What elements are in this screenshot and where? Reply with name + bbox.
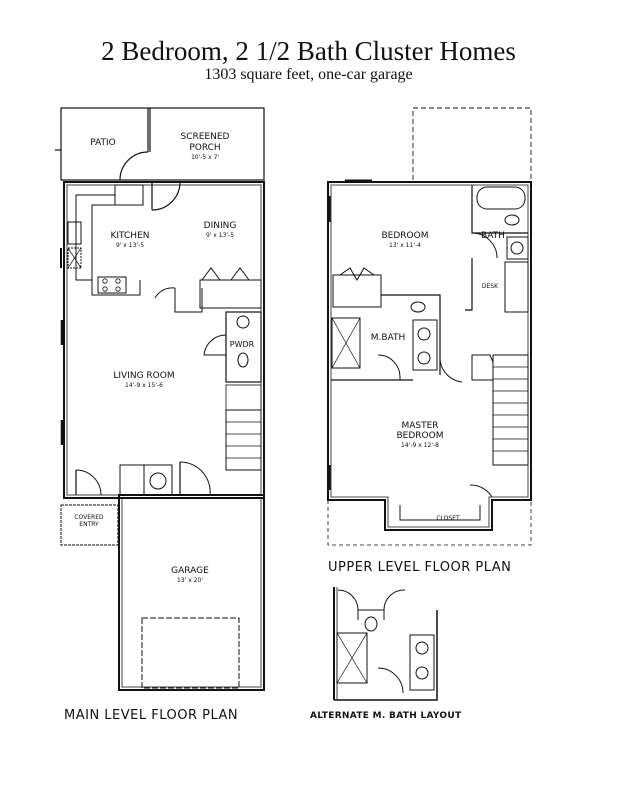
covered-entry-label-2: ENTRY	[79, 521, 99, 528]
garage-label: GARAGE	[171, 566, 209, 576]
alternate-bath-caption: ALTERNATE M. BATH LAYOUT	[310, 711, 462, 721]
master-bedroom-label-1: MASTER	[401, 421, 438, 431]
upper-stairs	[492, 354, 529, 466]
master-toilet	[410, 301, 426, 313]
dining-label: DINING	[204, 221, 237, 231]
master-closet	[399, 505, 481, 521]
kitchen-label: KITCHEN	[111, 231, 150, 241]
page-subtitle: 1303 square feet, one-car garage	[204, 66, 413, 83]
bath-label: BATH	[481, 231, 505, 241]
patio-label: PATIO	[90, 138, 116, 148]
powder-toilet	[237, 352, 249, 368]
dining-dims: 9' x 13'-5	[206, 232, 234, 239]
kitchen-counter	[75, 194, 116, 281]
main-level-caption: MAIN LEVEL FLOOR PLAN	[64, 708, 239, 723]
main-level-plan	[55, 107, 265, 691]
porch-door-swing	[151, 181, 181, 211]
alt-toilet	[364, 616, 378, 632]
living-room-label: LIVING ROOM	[113, 371, 174, 381]
upper-bath-sink	[510, 241, 524, 255]
upper-level-plan	[327, 107, 532, 546]
water-heater	[143, 464, 173, 496]
garage-door	[141, 617, 240, 689]
kitchen-dims: 9' x 13'-5	[116, 242, 144, 249]
powder-room-wall	[225, 311, 262, 383]
alt-vanity	[409, 634, 435, 691]
entry-door-swing	[75, 469, 102, 496]
porch-label-2: PORCH	[189, 143, 220, 153]
bedroom-closet	[332, 274, 382, 308]
alternate-bath-plan	[333, 587, 438, 701]
porch-label-1: SCREENED	[181, 132, 230, 142]
upper-bathtub	[476, 186, 526, 210]
closet-label: CLOSET	[436, 515, 460, 522]
upper-house-wall	[327, 181, 532, 531]
garage-dims: 13' x 20'	[177, 577, 203, 584]
porch-dims: 10'-5 x 7'	[191, 154, 219, 161]
garage-wall	[118, 494, 265, 691]
patio-porch-outline	[60, 107, 265, 181]
page-title: 2 Bedroom, 2 1/2 Bath Cluster Homes	[101, 36, 516, 66]
alt-shower	[336, 632, 368, 684]
master-vanity	[412, 319, 438, 371]
desk-label: DESK	[482, 283, 499, 290]
master-shower	[331, 317, 361, 369]
covered-entry-label-1: COVERED	[74, 514, 104, 521]
bedroom-dims: 13' x 11'-4	[389, 242, 421, 249]
powder-sink	[236, 315, 250, 329]
kitchen-sink	[67, 221, 82, 245]
upper-toilet	[504, 214, 520, 226]
stove	[97, 276, 127, 294]
dining-cabinet	[199, 279, 262, 309]
desk	[504, 261, 529, 313]
master-bedroom-label-2: BEDROOM	[397, 431, 444, 441]
porch-roof-outline	[412, 107, 532, 183]
powder-label: PWDR	[230, 340, 255, 349]
main-stairs	[225, 409, 262, 471]
master-bedroom-dims: 14'-9 x 12'-8	[401, 442, 439, 449]
master-bath-label: M.BATH	[371, 333, 406, 343]
garage-door-swing	[179, 461, 211, 496]
bedroom-label: BEDROOM	[382, 231, 429, 241]
dishwasher	[67, 247, 82, 269]
patio-door-swing	[119, 151, 149, 181]
upper-level-caption: UPPER LEVEL FLOOR PLAN	[328, 560, 512, 575]
living-room-dims: 14'-9 x 15'-6	[125, 382, 163, 389]
